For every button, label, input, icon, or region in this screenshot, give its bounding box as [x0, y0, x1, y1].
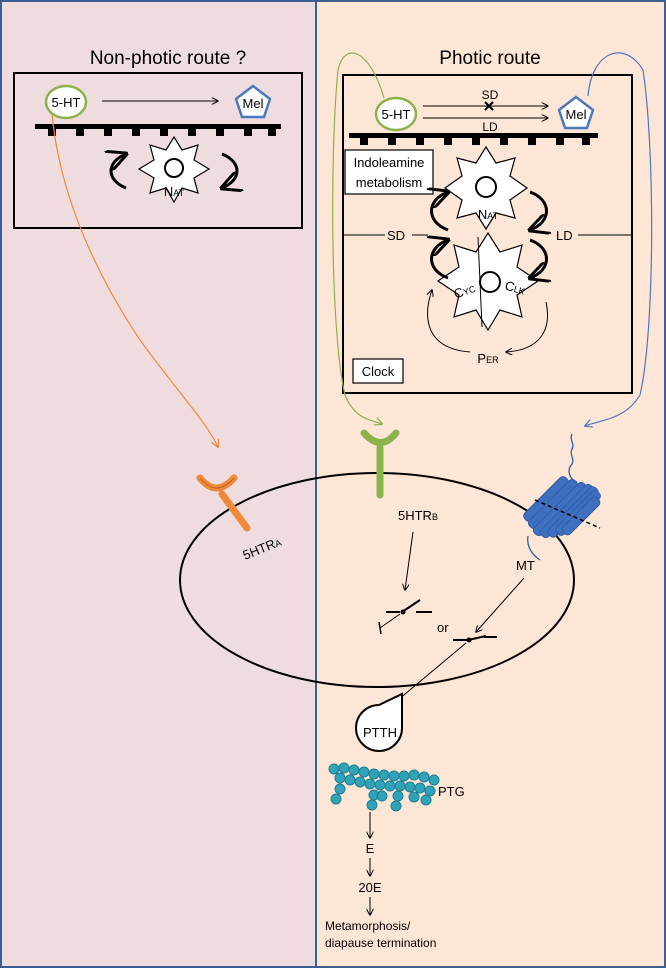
cyc-label: CYC	[452, 280, 478, 302]
right-nat-core	[475, 176, 497, 198]
ptg-gland	[328, 762, 440, 812]
per-label: PER	[477, 351, 499, 366]
per-feedback-right	[506, 301, 548, 352]
left-melatonin-label: Mel	[243, 96, 264, 111]
receptor-5htr-b-label: 5HTRB	[398, 508, 438, 523]
ptth-label: PTTH	[363, 725, 397, 740]
left-panel	[0, 0, 317, 968]
right-arrow-ld-label: LD	[482, 120, 498, 134]
left-cycle-arrow-right	[222, 152, 237, 188]
right-serotonin-label: 5-HT	[382, 107, 411, 122]
right-cycle-arrow-right-lower	[530, 238, 547, 278]
left-nat-label: NAT	[164, 184, 185, 199]
outcome-line1: Metamorphosis/	[325, 919, 411, 933]
indoleamine-line2: metabolism	[356, 175, 422, 190]
indoleamine-line1: Indoleamine	[354, 155, 425, 170]
arrow-5htrb-switch	[405, 531, 414, 590]
ptth-drop	[355, 692, 403, 752]
left-inset-box	[13, 72, 303, 229]
blue-signal-path	[585, 52, 653, 426]
left-serotonin-label: 5-HT	[52, 95, 81, 110]
arrow-mt-switch	[476, 577, 525, 632]
right-melatonin-node	[557, 95, 595, 130]
left-membrane-bar	[35, 124, 281, 136]
mt-receptor	[523, 433, 601, 561]
mt-label: MT	[516, 558, 535, 573]
inhibitory-switch-icon	[378, 599, 432, 635]
right-arrow-sd-label: SD	[482, 88, 499, 102]
right-nat-label: NAT	[478, 207, 499, 222]
left-melatonin-node	[234, 84, 272, 119]
clock-label: Clock	[362, 364, 395, 379]
per-feedback-left	[428, 290, 471, 353]
right-serotonin-node	[374, 96, 418, 132]
right-cycle-arrow-left-upper	[432, 192, 449, 232]
closed-switch-icon	[453, 635, 497, 643]
e-label: E	[366, 841, 375, 856]
green-signal-path	[332, 52, 385, 424]
right-inset-box	[342, 74, 633, 394]
indoleamine-box	[344, 149, 434, 195]
left-title: Non-photic route ?	[90, 48, 246, 69]
clock-box	[352, 358, 404, 384]
cyc-clk-core	[479, 271, 501, 293]
right-melatonin-label: Mel	[566, 107, 587, 122]
right-membrane-bar	[349, 133, 598, 145]
right-cycle-arrow-left-lower	[432, 240, 449, 280]
ptg-label: PTG	[438, 784, 465, 799]
ld-side-label: LD	[556, 228, 573, 243]
left-nat-core	[164, 158, 184, 178]
receptor-5htr-a	[196, 474, 251, 532]
left-cycle-arrow-left	[111, 154, 126, 190]
right-title: Photic route	[439, 48, 540, 69]
receptor-5htr-b	[360, 429, 400, 499]
left-orange-signal-path	[51, 113, 218, 447]
outcome-line2: diapause termination	[325, 936, 436, 950]
right-arrow-sd-block-icon	[484, 101, 494, 111]
clk-label: CLK	[503, 278, 527, 298]
right-panel	[315, 0, 666, 968]
twenty-e-label: 20E	[358, 880, 381, 895]
or-label: or	[437, 620, 449, 635]
sd-side-label: SD	[387, 228, 405, 243]
right-cycle-arrow-right-upper	[530, 190, 547, 230]
left-serotonin-node	[44, 84, 88, 120]
